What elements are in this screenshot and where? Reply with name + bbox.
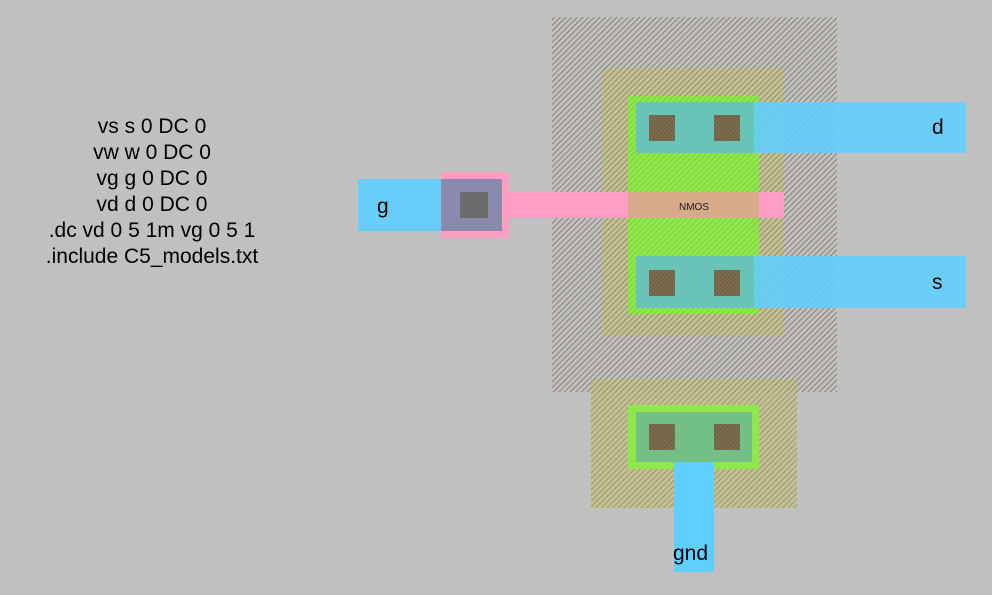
drain-node-label: d: [932, 116, 944, 139]
ground-node-label: gnd: [673, 542, 709, 565]
tap-contact-2[interactable]: [714, 424, 740, 450]
source-contact-2[interactable]: [714, 270, 740, 296]
netlist-line: vs s 0 DC 0: [97, 115, 207, 138]
device-label: NMOS: [679, 202, 709, 213]
gate-contact[interactable]: [460, 192, 488, 218]
source-contact-1[interactable]: [649, 270, 675, 296]
tap-contact-1[interactable]: [649, 424, 675, 450]
netlist-line: vw w 0 DC 0: [93, 141, 211, 164]
netlist-line: vg g 0 DC 0: [96, 167, 208, 190]
gnd-metal[interactable]: [674, 462, 714, 572]
netlist-line: .dc vd 0 5 1m vg 0 5 1: [48, 219, 256, 242]
poly-gate-channel: [628, 192, 759, 218]
netlist-line: .include C5_models.txt: [45, 245, 259, 268]
netlist-line: vd d 0 DC 0: [96, 193, 208, 216]
drain-contact-2[interactable]: [714, 115, 740, 141]
gate-node-label: g: [377, 195, 389, 218]
drain-contact-1[interactable]: [649, 115, 675, 141]
source-node-label: s: [932, 271, 943, 294]
spice-netlist: vs s 0 DC 0 vw w 0 DC 0 vg g 0 DC 0 vd d…: [0, 114, 304, 270]
